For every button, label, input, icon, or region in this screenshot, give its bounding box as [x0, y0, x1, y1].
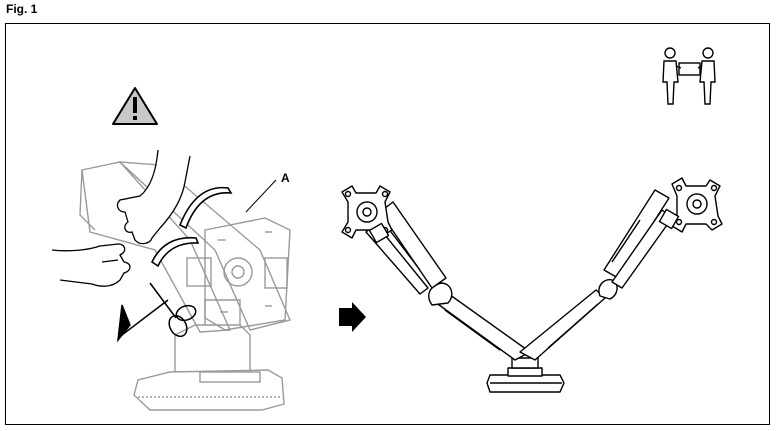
arrow-right-icon: [339, 302, 366, 332]
warning-triangle-icon: [112, 87, 158, 125]
callout-a-label: A: [281, 171, 290, 185]
hand-lower: [51, 243, 131, 287]
scissors-icon: [116, 282, 197, 343]
two-person-lift-icon: [662, 47, 716, 105]
callout-a: A: [245, 171, 290, 213]
figure-label: Fig. 1: [6, 2, 38, 16]
figure-frame: [5, 23, 770, 425]
hand-upper: [116, 149, 191, 245]
assembled-dual-monitor-arm: [341, 177, 723, 393]
cable-tie: [150, 186, 233, 268]
